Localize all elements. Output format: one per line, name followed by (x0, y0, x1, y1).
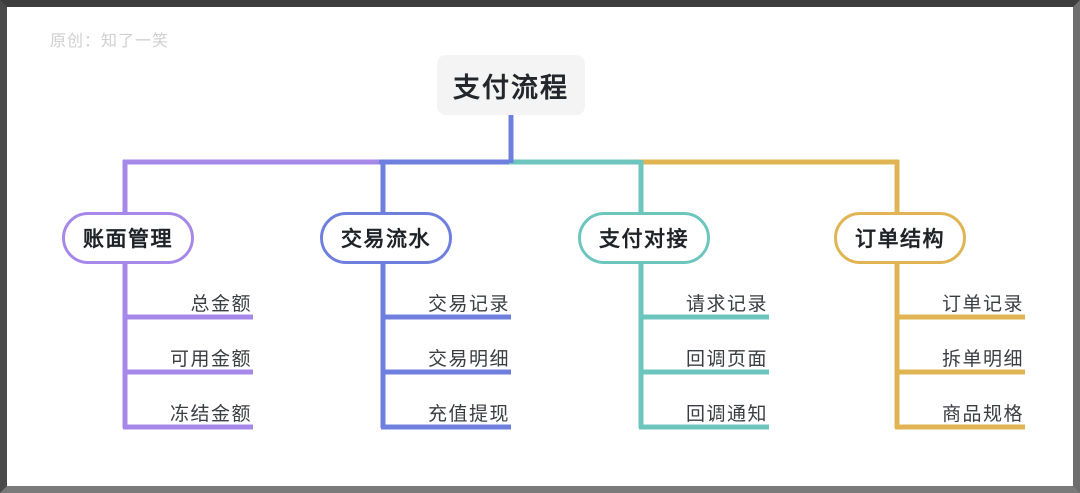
leaf-label-transaction-record[interactable]: 交易记录 (382, 289, 510, 316)
leaf-label-request-record[interactable]: 请求记录 (640, 289, 768, 316)
leaf-text: 冻结金额 (169, 404, 252, 425)
branch-node-transaction-flow[interactable]: 交易流水 (320, 212, 452, 264)
leaf-text: 交易明细 (427, 349, 510, 370)
leaf-label-total-amount[interactable]: 总金额 (124, 289, 252, 316)
leaf-text: 可用金额 (169, 349, 252, 370)
root-node-label: 支付流程 (453, 72, 569, 103)
branch-node-account-management[interactable]: 账面管理 (62, 212, 194, 264)
root-node-payment-flow[interactable]: 支付流程 (437, 55, 585, 115)
leaf-text: 充值提现 (427, 404, 510, 425)
branch-node-payment-integration[interactable]: 支付对接 (578, 212, 710, 264)
branch-label: 账面管理 (83, 228, 173, 251)
leaf-label-recharge-withdraw[interactable]: 充值提现 (382, 399, 510, 426)
branch-label: 订单结构 (855, 228, 945, 251)
leaf-label-frozen-amount[interactable]: 冻结金额 (124, 399, 252, 426)
leaf-label-callback-page[interactable]: 回调页面 (640, 344, 768, 371)
leaf-label-available-amount[interactable]: 可用金额 (124, 344, 252, 371)
leaf-text: 交易记录 (427, 294, 510, 315)
leaf-text: 请求记录 (685, 294, 768, 315)
leaf-label-callback-notify[interactable]: 回调通知 (640, 399, 768, 426)
leaf-text: 订单记录 (941, 294, 1024, 315)
leaf-label-order-record[interactable]: 订单记录 (896, 289, 1024, 316)
branch-node-order-structure[interactable]: 订单结构 (834, 212, 966, 264)
leaf-label-product-spec[interactable]: 商品规格 (896, 399, 1024, 426)
leaf-text: 商品规格 (941, 404, 1024, 425)
watermark-text: 原创：知了一笑 (50, 33, 170, 50)
leaf-text: 回调通知 (685, 404, 768, 425)
diagram-paper: 原创：知了一笑 支付流程 账面管理 总金额 可用金额 冻结金额 交易流水 交易记… (7, 7, 1073, 486)
leaf-text: 回调页面 (685, 349, 768, 370)
leaf-label-split-order-detail[interactable]: 拆单明细 (896, 344, 1024, 371)
leaf-text: 总金额 (190, 294, 252, 315)
leaf-text: 拆单明细 (941, 349, 1024, 370)
connector-lines (122, 115, 1025, 430)
branch-label: 交易流水 (341, 228, 431, 251)
leaf-label-transaction-detail[interactable]: 交易明细 (382, 344, 510, 371)
branch-label: 支付对接 (599, 228, 689, 251)
